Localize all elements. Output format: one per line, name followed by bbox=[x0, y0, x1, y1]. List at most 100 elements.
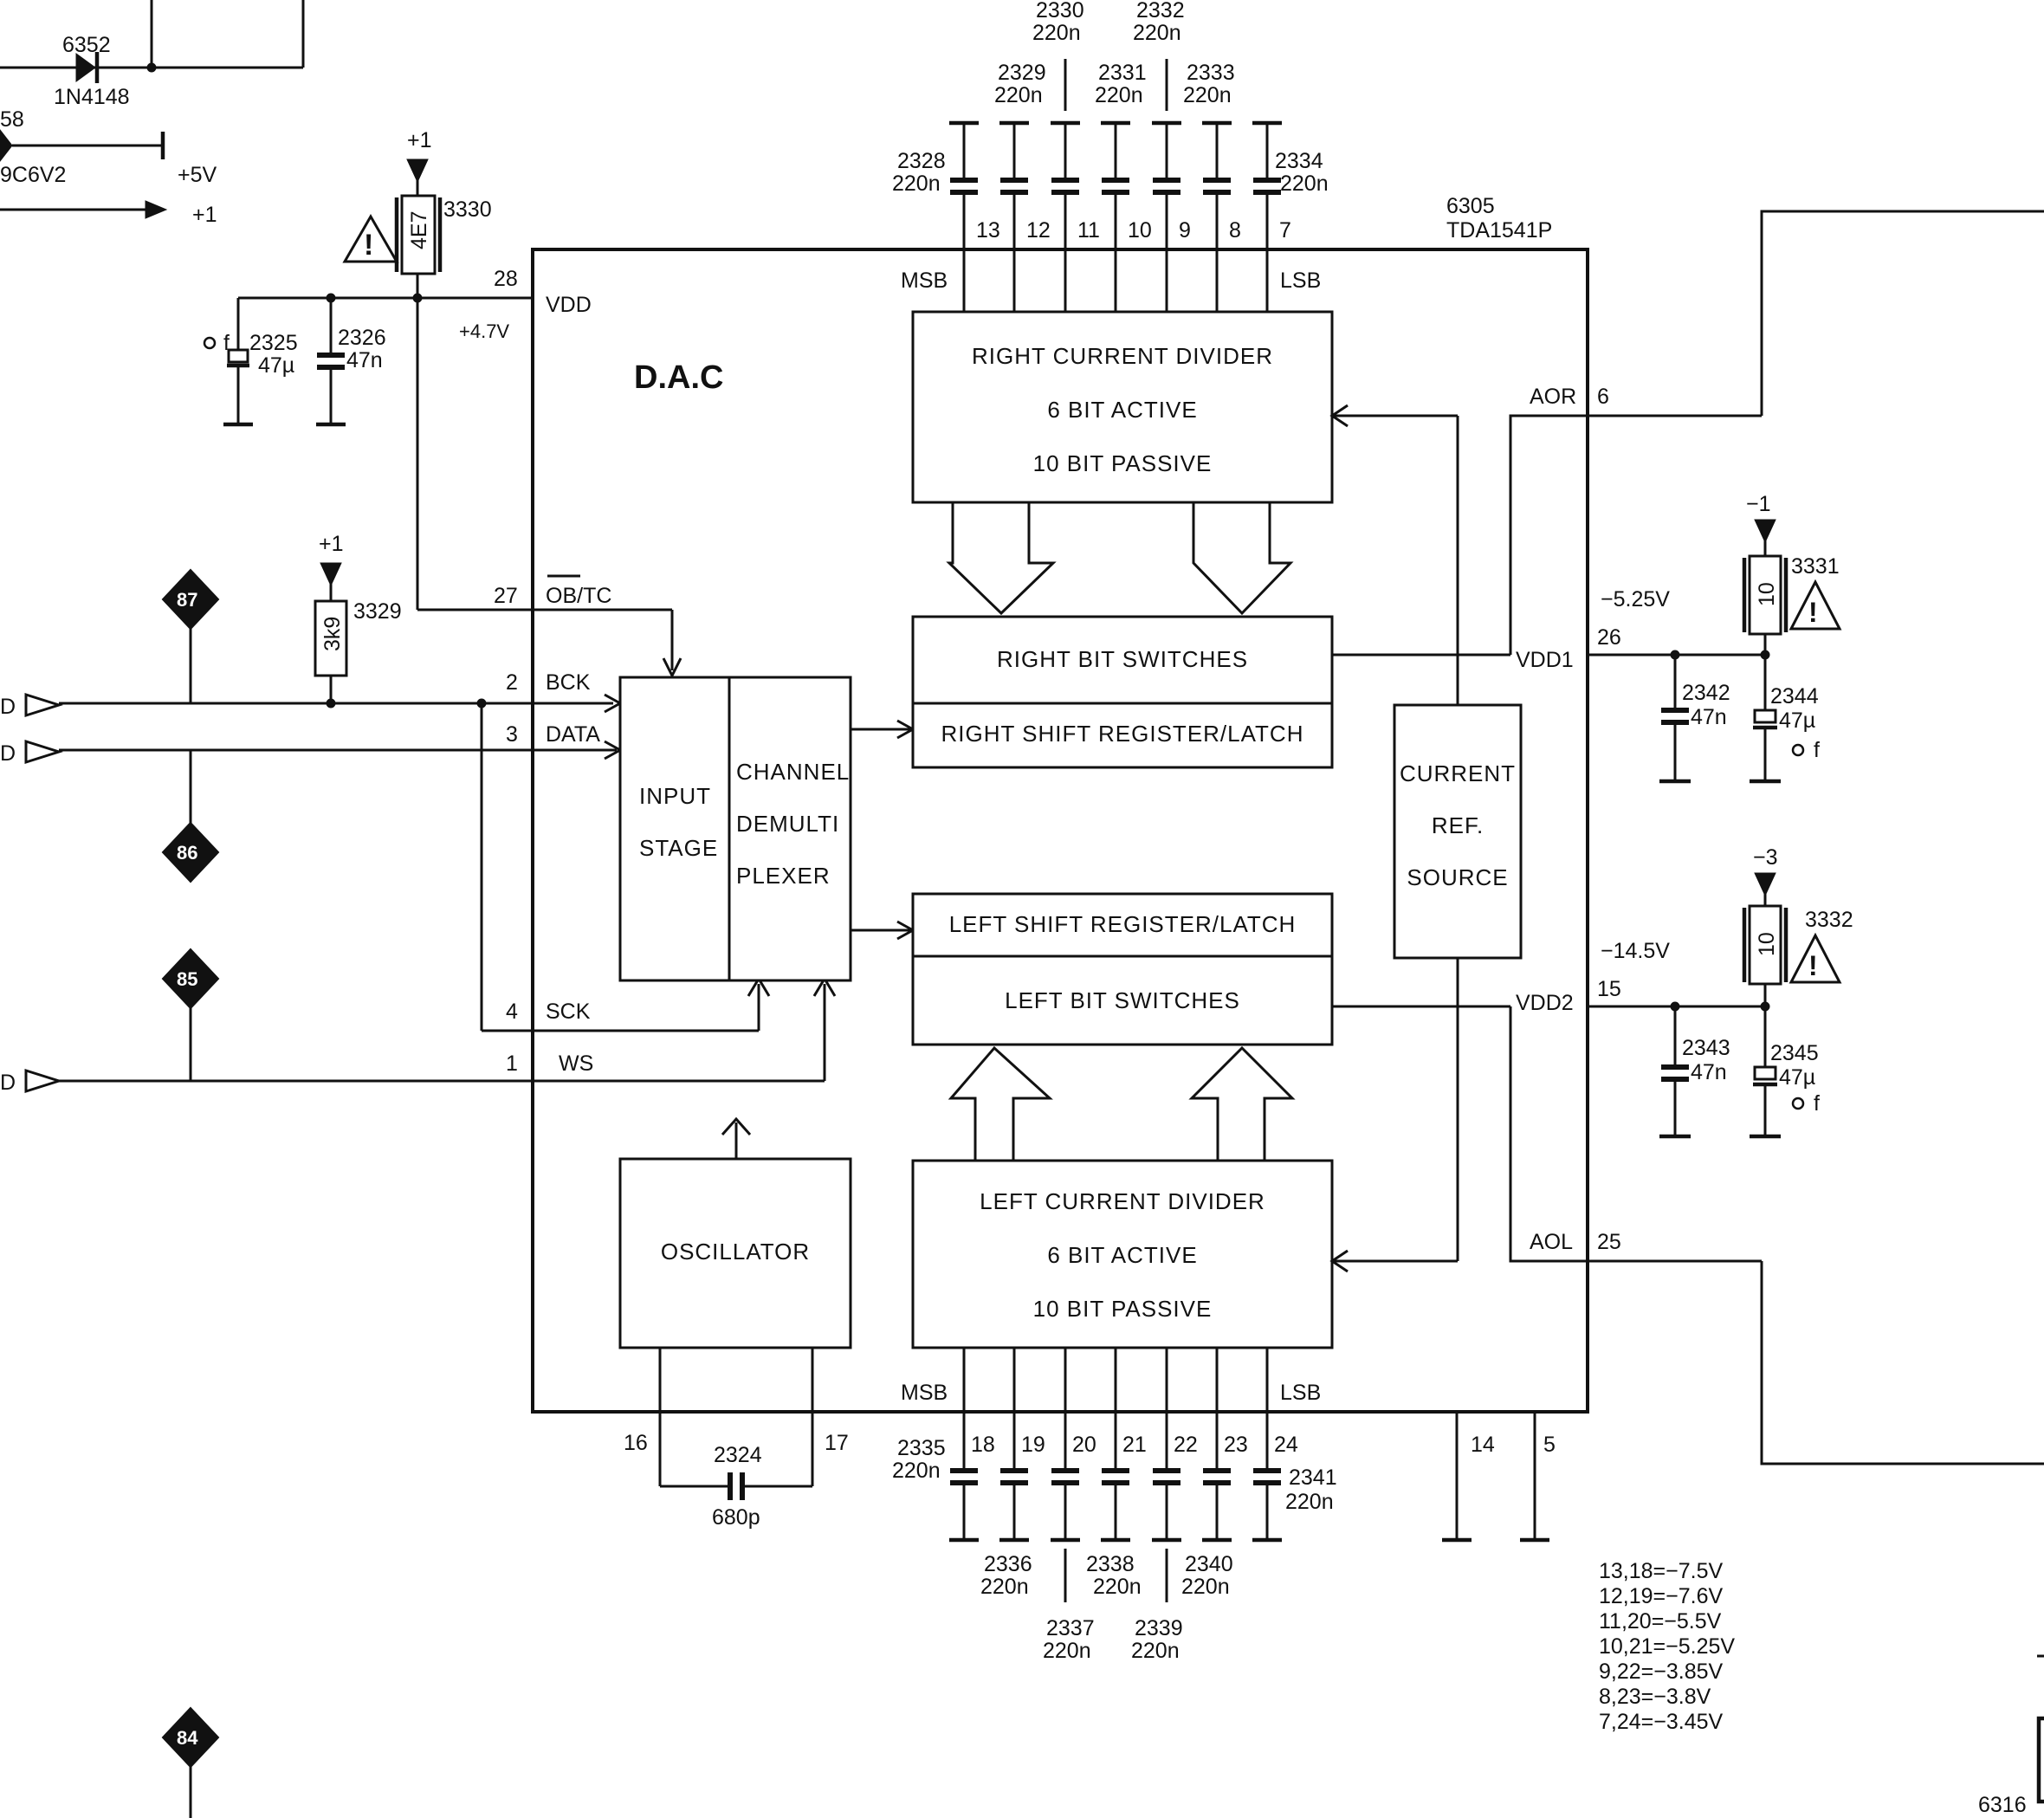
capacitor-2324: 2324 680p bbox=[712, 1443, 762, 1530]
svg-text:9C6V2: 9C6V2 bbox=[0, 163, 66, 187]
svg-text:f: f bbox=[223, 331, 230, 355]
svg-text:2344: 2344 bbox=[1770, 684, 1819, 708]
warning-icon: ! bbox=[1788, 579, 1842, 631]
svg-text:14: 14 bbox=[1471, 1433, 1495, 1457]
svg-text:2345: 2345 bbox=[1770, 1041, 1819, 1065]
svg-text:D: D bbox=[0, 741, 16, 766]
capacitor-2342: 2342 47n bbox=[1659, 655, 1730, 784]
svg-text:DEMULTI: DEMULTI bbox=[736, 811, 839, 837]
svg-text:D: D bbox=[0, 695, 16, 719]
svg-text:16: 16 bbox=[624, 1431, 648, 1455]
svg-text:2326: 2326 bbox=[338, 326, 386, 350]
cap-value: 220n bbox=[1043, 1639, 1091, 1663]
vdd-voltage: +4.7V bbox=[459, 320, 509, 342]
svg-text:SCK: SCK bbox=[546, 1000, 591, 1024]
chip-title: D.A.C bbox=[634, 359, 723, 396]
svg-text:47n: 47n bbox=[1691, 705, 1727, 729]
diode-6352: 6352 1N4148 bbox=[54, 33, 130, 109]
voltage-row: 8,23=−3.8V bbox=[1599, 1685, 1711, 1709]
svg-text:3329: 3329 bbox=[353, 599, 402, 624]
svg-text:WS: WS bbox=[559, 1051, 593, 1076]
svg-text:47n: 47n bbox=[346, 348, 383, 372]
cap-ref: 2335 bbox=[897, 1436, 946, 1460]
svg-text:RIGHT CURRENT DIVIDER: RIGHT CURRENT DIVIDER bbox=[972, 343, 1273, 369]
rail-arrow bbox=[145, 200, 168, 219]
pin-number: 10 bbox=[1128, 218, 1152, 243]
svg-text:AOL: AOL bbox=[1530, 1230, 1573, 1254]
block-right-current-divider: RIGHT CURRENT DIVIDER 6 BIT ACTIVE 10 BI… bbox=[911, 310, 1334, 504]
svg-text:10: 10 bbox=[1755, 582, 1779, 606]
svg-text:PLEXER: PLEXER bbox=[736, 863, 831, 889]
svg-text:f: f bbox=[1814, 738, 1820, 762]
rail-plus5v-label: +5V bbox=[178, 163, 217, 187]
supply-arrow bbox=[406, 159, 429, 184]
pin-number: 11 bbox=[1077, 218, 1100, 243]
svg-text:47µ: 47µ bbox=[1779, 1065, 1815, 1090]
cap-value: 220n bbox=[892, 1459, 941, 1483]
svg-text:10: 10 bbox=[1755, 932, 1779, 956]
block-left-current-divider: LEFT CURRENT DIVIDER 6 BIT ACTIVE 10 BIT… bbox=[911, 1159, 1334, 1349]
svg-text:4E7: 4E7 bbox=[407, 211, 431, 249]
pin-number: 12 bbox=[1026, 218, 1051, 243]
svg-text:2342: 2342 bbox=[1682, 681, 1730, 705]
svg-text:2324: 2324 bbox=[714, 1443, 762, 1467]
pin-number: 21 bbox=[1122, 1433, 1147, 1457]
svg-text:6 BIT ACTIVE: 6 BIT ACTIVE bbox=[1047, 397, 1197, 423]
capacitor-2344: 2344 47µ f bbox=[1750, 655, 1820, 784]
rail-plus1-label: +1 bbox=[192, 203, 217, 227]
pin-number: 9 bbox=[1179, 218, 1191, 243]
svg-text:−3: −3 bbox=[1753, 845, 1778, 870]
svg-text:6: 6 bbox=[1597, 385, 1609, 409]
svg-text:BCK: BCK bbox=[546, 670, 591, 695]
svg-text:10 BIT PASSIVE: 10 BIT PASSIVE bbox=[1033, 1296, 1213, 1322]
svg-text:4: 4 bbox=[506, 1000, 518, 1024]
svg-text:10 BIT PASSIVE: 10 BIT PASSIVE bbox=[1033, 450, 1213, 476]
svg-text:!: ! bbox=[364, 229, 373, 262]
svg-text:RIGHT SHIFT REGISTER/LATCH: RIGHT SHIFT REGISTER/LATCH bbox=[941, 721, 1304, 747]
pin-number: 7 bbox=[1279, 218, 1291, 243]
svg-text:3332: 3332 bbox=[1805, 908, 1853, 932]
cap-value: 220n bbox=[1181, 1575, 1230, 1599]
svg-text:2: 2 bbox=[506, 670, 518, 695]
svg-text:15: 15 bbox=[1597, 977, 1621, 1001]
svg-text:6352: 6352 bbox=[62, 33, 111, 57]
capacitor-2343: 2343 47n bbox=[1659, 1006, 1730, 1139]
svg-text:47µ: 47µ bbox=[258, 353, 294, 378]
svg-text:LEFT BIT SWITCHES: LEFT BIT SWITCHES bbox=[1005, 987, 1240, 1013]
block-input-stage: INPUT STAGE bbox=[618, 676, 731, 982]
svg-text:58: 58 bbox=[0, 107, 24, 132]
svg-text:680p: 680p bbox=[712, 1505, 760, 1530]
ic-part: TDA1541P bbox=[1446, 218, 1552, 243]
ic-ref: 6305 bbox=[1446, 194, 1495, 218]
warning-icon: ! bbox=[1788, 932, 1842, 984]
block-current-ref-source: CURRENT REF. SOURCE bbox=[1393, 703, 1523, 960]
capacitor-2325: f 2325 47µ bbox=[203, 298, 298, 427]
svg-text:47n: 47n bbox=[1691, 1060, 1727, 1084]
connector-87: 87 bbox=[161, 568, 220, 631]
pin-number: 20 bbox=[1072, 1433, 1096, 1457]
pin-obtc-label: OB/TC bbox=[546, 584, 611, 608]
block-right-bit-switches: RIGHT BIT SWITCHES RIGHT SHIFT REGISTER/… bbox=[911, 615, 1334, 769]
cap-ref: 2329 bbox=[998, 61, 1046, 85]
voltage-row: 7,24=−3.45V bbox=[1599, 1710, 1724, 1734]
resistor-3329: +1 3k9 3329 bbox=[314, 532, 402, 703]
svg-text:84: 84 bbox=[177, 1727, 198, 1749]
pin-number: 19 bbox=[1021, 1433, 1045, 1457]
svg-text:VDD2: VDD2 bbox=[1516, 991, 1574, 1015]
cap-ref: 2331 bbox=[1098, 61, 1147, 85]
pin-number: 13 bbox=[976, 218, 1000, 243]
svg-text:!: ! bbox=[1808, 597, 1818, 628]
connector-86: 86 bbox=[161, 821, 220, 883]
pin-number: 23 bbox=[1224, 1433, 1248, 1457]
cap-value: 220n bbox=[1131, 1639, 1180, 1663]
svg-text:−1: −1 bbox=[1746, 492, 1771, 516]
svg-text:+1: +1 bbox=[407, 128, 432, 152]
arrow-right-divider-right bbox=[1192, 501, 1294, 616]
